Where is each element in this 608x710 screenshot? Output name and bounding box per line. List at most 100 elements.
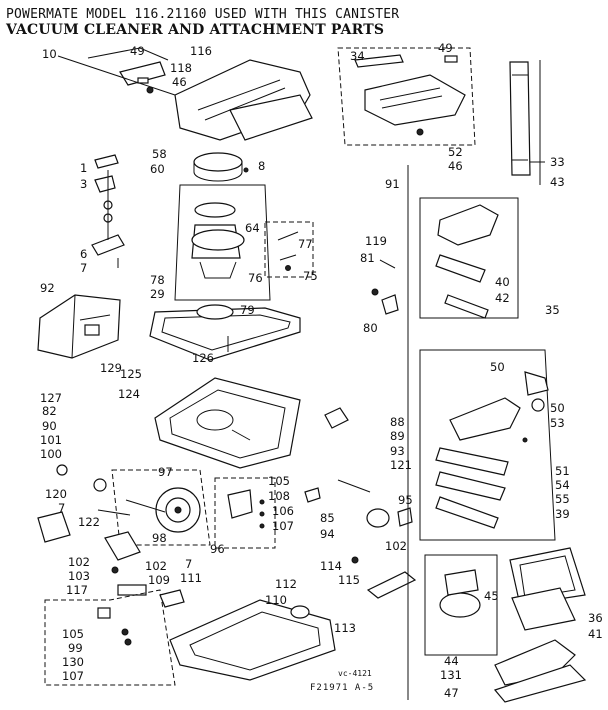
callout-41: 41 [588,627,603,641]
callout-102: 102 [385,539,407,553]
callout-109: 109 [148,573,170,587]
callout-10: 10 [42,47,57,61]
callout-80: 80 [363,321,378,335]
callout-45: 45 [484,589,499,603]
callout-42: 42 [495,291,510,305]
cord-clip [371,259,399,315]
switch-parts [91,154,125,268]
callout-82: 82 [42,404,57,418]
callout-130: 130 [62,655,84,669]
filter-bag [37,294,121,359]
gasket-frame [149,304,301,361]
callout-8: 8 [258,159,265,173]
callout-90: 90 [42,419,57,433]
callout-119: 119 [365,234,387,248]
callout-79: 79 [240,303,255,317]
callout-114: 114 [320,559,342,573]
callout-110: 110 [265,593,287,607]
callout-55: 55 [555,492,570,506]
callout-127: 127 [40,391,62,405]
callout-102: 102 [145,559,167,573]
callout-51: 51 [555,464,570,478]
callout-35: 35 [545,303,560,317]
callout-100: 100 [40,447,62,461]
callout-64: 64 [245,221,260,235]
callout-47: 47 [444,686,459,700]
callout-36: 36 [588,611,603,625]
callout-29: 29 [150,287,165,301]
drawing-code: vc-4121 [338,669,372,678]
callout-108: 108 [268,489,290,503]
callout-76: 76 [248,271,263,285]
callout-105: 105 [268,474,290,488]
callout-7: 7 [185,557,192,571]
callout-50: 50 [490,360,505,374]
callout-106: 106 [272,504,294,518]
callout-39: 39 [555,507,570,521]
callout-46: 46 [448,159,463,173]
callout-53: 53 [550,416,565,430]
callout-1: 1 [80,161,87,175]
callout-111: 111 [180,571,202,585]
callout-113: 113 [334,621,356,635]
callout-131: 131 [440,668,462,682]
callout-43: 43 [550,175,565,189]
callout-129: 129 [100,361,122,375]
wand-tube [509,61,545,176]
callout-52: 52 [448,145,463,159]
callout-89: 89 [390,429,405,443]
callout-95: 95 [398,493,413,507]
lid-assembly [337,47,476,146]
callout-117: 117 [66,583,88,597]
callout-92: 92 [40,281,55,295]
diagram-title: VACUUM CLEANER AND ATTACHMENT PARTS [6,22,385,38]
bottom-plate [44,556,417,686]
callout-81: 81 [360,251,375,265]
callout-121: 121 [390,458,412,472]
attachment-set-bottom [424,547,587,703]
callout-97: 97 [158,465,173,479]
callout-labels: 10 49 116 118 46 34 49 1 3 58 60 8 52 46… [40,41,603,700]
callout-99: 99 [68,641,83,655]
callout-107: 107 [272,519,294,533]
callout-88: 88 [390,415,405,429]
callout-103: 103 [68,569,90,583]
callout-94: 94 [320,527,335,541]
callout-7: 7 [58,501,65,515]
callout-33: 33 [550,155,565,169]
canister-base [154,377,371,493]
attachment-set-top [419,197,519,319]
rear-wheel-assembly [56,464,211,546]
callout-58: 58 [152,147,167,161]
callout-7: 7 [80,261,87,275]
callout-118: 118 [170,61,192,75]
callout-120: 120 [45,487,67,501]
callout-102: 102 [68,555,90,569]
figure-code: F21971 A-5 [310,683,375,693]
callout-46: 46 [172,75,187,89]
callout-101: 101 [40,433,62,447]
latch-parts [37,509,147,596]
callout-54: 54 [555,478,570,492]
callout-49: 49 [438,41,453,55]
callout-85: 85 [320,511,335,525]
callout-60: 60 [150,162,165,176]
callout-112: 112 [275,577,297,591]
callout-77: 77 [298,237,313,251]
callout-49: 49 [130,44,145,58]
motor-assembly [174,152,314,301]
callout-93: 93 [390,444,405,458]
callout-98: 98 [152,531,167,545]
diagram-title-model: POWERMATE MODEL 116.21160 USED WITH THIS… [6,7,400,22]
callout-50: 50 [550,401,565,415]
top-cover-assembly [57,47,313,141]
callout-75: 75 [303,269,318,283]
callout-44: 44 [444,654,459,668]
callout-34: 34 [350,49,365,63]
callout-40: 40 [495,275,510,289]
callout-105: 105 [62,627,84,641]
callout-124: 124 [118,387,140,401]
callout-122: 122 [78,515,100,529]
callout-115: 115 [338,573,360,587]
callout-3: 3 [80,177,87,191]
